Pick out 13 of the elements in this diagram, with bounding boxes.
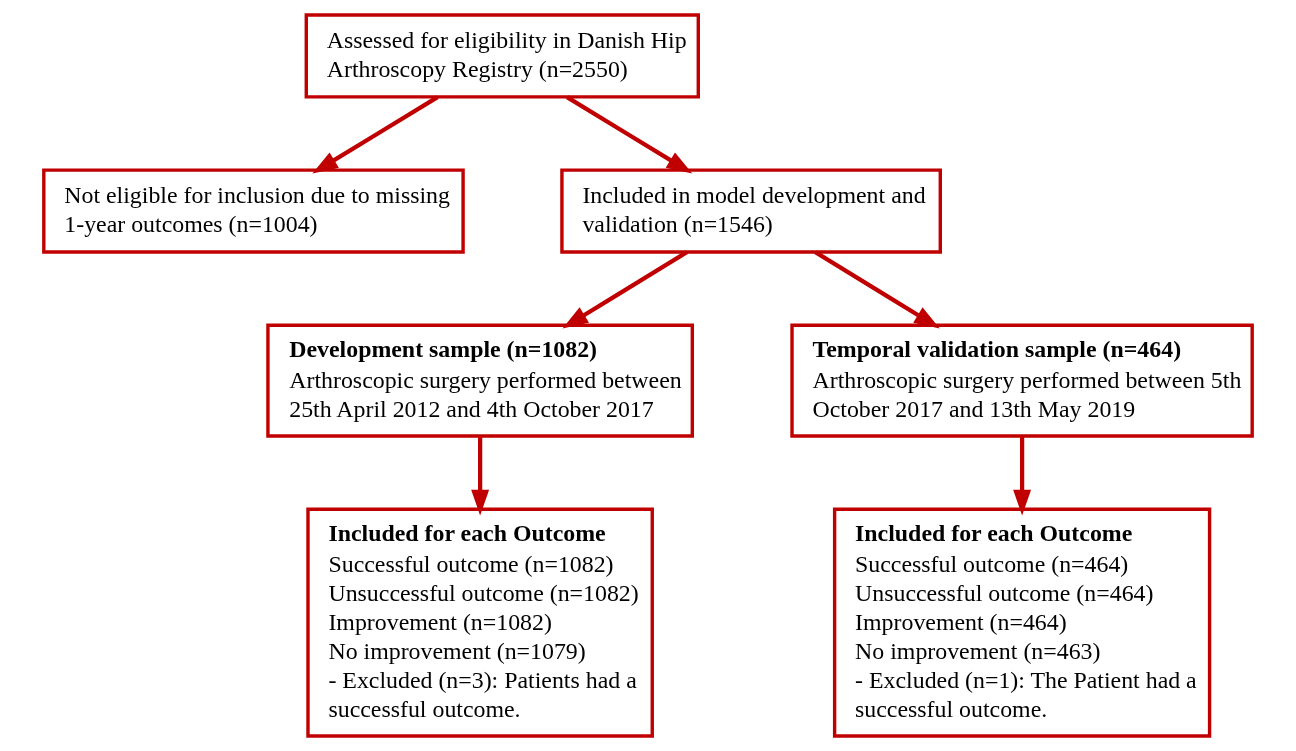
node-box: Development sample (n=1082) Arthroscopic surgery performed between 25th April 2012 and 4th October 2017	[266, 323, 694, 438]
arrow	[562, 250, 688, 329]
node-box: Assessed for eligibility in Danish Hip Arthroscopy Registry (n=2550)	[304, 13, 700, 99]
arrow	[1013, 436, 1032, 516]
arrow	[312, 95, 439, 174]
node-box: Not eligible for inclusion due to missing 1-year outcomes (n=1004)	[42, 168, 465, 254]
arrow	[471, 436, 490, 516]
arrow	[565, 95, 693, 174]
node-box: Included in model development and validation (n=1546)	[560, 168, 942, 254]
node-box: Included for each Outcome Successful outcome (n=1082) Unsuccessful outcome (n=1082) Improvement (n=1082) No improvement (n=1079) - Excluded (n=3): Patients had a successful outcome.	[306, 507, 654, 738]
arrow	[814, 250, 940, 329]
node-box: Temporal validation sample (n=464) Arthroscopic surgery performed between 5th October 2017 and 13th May 2019	[790, 323, 1254, 438]
node-box: Included for each Outcome Successful outcome (n=464) Unsuccessful outcome (n=464) Improvement (n=464) No improvement (n=463) - Excluded (n=1): The Patient had a successful outcome.	[832, 507, 1212, 738]
